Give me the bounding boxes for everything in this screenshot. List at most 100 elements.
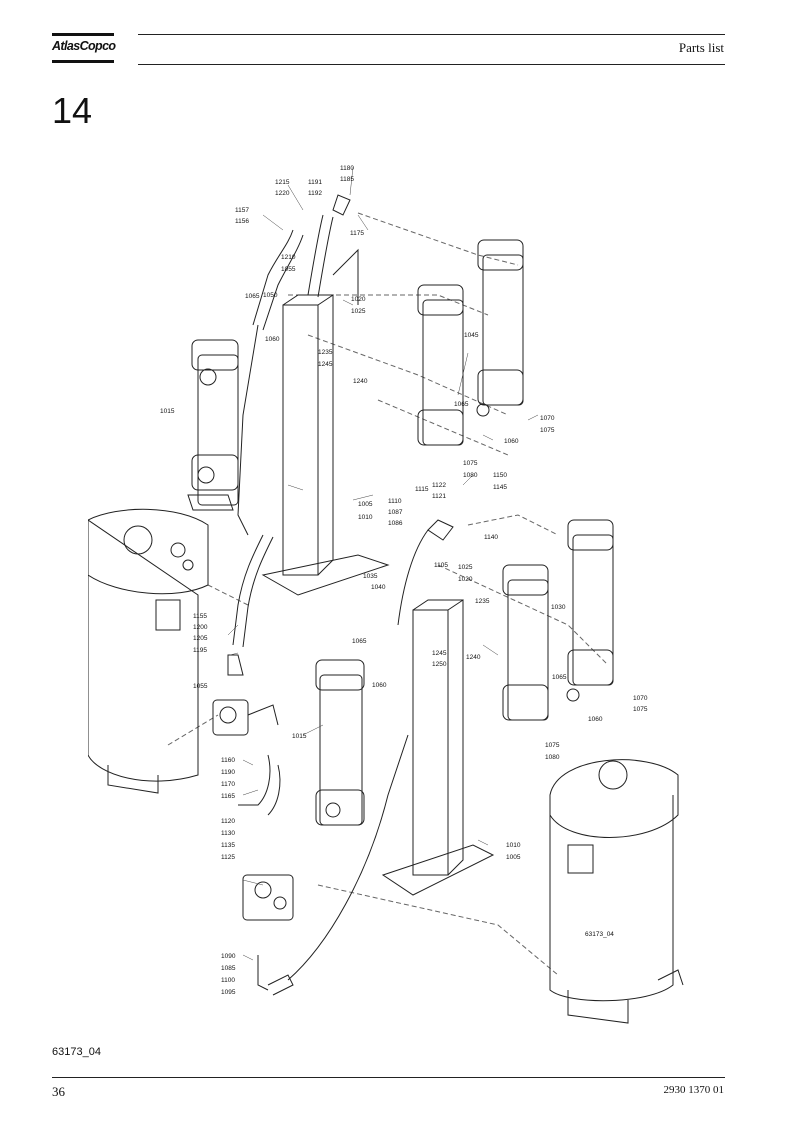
callout: 1075: [545, 742, 560, 749]
callout: 1165: [221, 793, 235, 800]
callout: 1235: [318, 349, 333, 356]
callout: 1095: [221, 989, 236, 996]
callout: 1105: [434, 562, 448, 569]
callout: 1065: [352, 638, 367, 645]
lower-support-column: [381, 599, 495, 896]
callout: 1156: [235, 218, 249, 225]
callout-text: 1180 1185 1215 1220 1191 1192 1157 1156 …: [160, 165, 648, 996]
drawing-inline-reference: 63173_04: [585, 931, 614, 938]
callout: 1087: [388, 509, 403, 516]
callout: 1245: [432, 650, 447, 657]
callout: 1190: [221, 769, 235, 776]
callout: 1215: [275, 179, 290, 186]
callout: 1090: [221, 953, 236, 960]
callout: 1065: [245, 293, 260, 300]
callout: 1025: [458, 564, 473, 571]
valve-cluster: [212, 699, 409, 996]
callout: 1130: [221, 830, 235, 837]
callout: 1185: [340, 176, 354, 183]
callout: 1115: [415, 486, 429, 493]
callout: 1005: [506, 854, 521, 861]
figure-reference: 63173_04: [52, 1046, 101, 1058]
callout: 1150: [493, 472, 507, 479]
callout: 1245: [318, 361, 333, 368]
callout: 1145: [493, 484, 507, 491]
callout: 1080: [545, 754, 560, 761]
middle-tubes: [227, 519, 454, 676]
callout: 1075: [633, 706, 648, 713]
atlas-copco-logo: AtlasCopco: [52, 33, 116, 65]
callout-labels: [227, 166, 539, 961]
callout: 1030: [551, 604, 566, 611]
callout: 1045: [464, 332, 479, 339]
callout: 1250: [432, 661, 447, 668]
callout: 1240: [466, 654, 481, 661]
callout: 1010: [506, 842, 521, 849]
callout: 1235: [475, 598, 490, 605]
callout: 1170: [221, 781, 235, 788]
logo-wordmark: AtlasCopco: [52, 39, 116, 53]
callout: 1070: [633, 695, 648, 702]
callout: 1240: [353, 378, 368, 385]
callout: 1122: [432, 482, 446, 489]
left-upper-cooler: [187, 339, 239, 511]
callout: 1085: [221, 965, 236, 972]
callout: 1075: [463, 460, 478, 467]
callout: 1035: [363, 573, 378, 580]
callout: 1015: [160, 408, 175, 415]
callout: 1157: [235, 207, 249, 214]
callout: 1191: [308, 179, 322, 186]
callout: 1080: [463, 472, 478, 479]
drawing-svg: 1180 1185 1215 1220 1191 1192 1157 1156 …: [87, 165, 684, 1024]
callout: 1100: [221, 977, 235, 984]
callout: 1160: [221, 757, 235, 764]
callout: 1020: [458, 576, 473, 583]
callout: 1192: [308, 190, 322, 197]
callout: 1010: [358, 514, 373, 521]
callout: 1050: [263, 292, 278, 299]
callout: 1155: [193, 613, 207, 620]
callout: 1040: [371, 584, 386, 591]
callout: 1060: [372, 682, 387, 689]
callout: 1075: [540, 427, 555, 434]
lower-left-cooler: [315, 659, 365, 826]
logo-bottom-bar: [52, 60, 114, 63]
upper-support-column: [261, 248, 390, 596]
header-top-rule: [138, 34, 725, 35]
callout: 1200: [193, 624, 208, 631]
document-number: 2930 1370 01: [663, 1084, 725, 1096]
exploded-parts-drawing: 1180 1185 1215 1220 1191 1192 1157 1156 …: [87, 155, 688, 1035]
right-tank: [549, 759, 684, 1024]
callout: 1195: [193, 647, 207, 654]
lower-right-coolers: [502, 519, 614, 721]
callout: 1121: [432, 493, 446, 500]
callout: 1005: [358, 501, 373, 508]
callout: 1110: [388, 498, 402, 505]
page-title: Parts list: [678, 40, 724, 55]
callout: 1060: [265, 336, 280, 343]
footer-rule: [52, 1077, 725, 1078]
callout: 1055: [193, 683, 208, 690]
page-number: 36: [52, 1084, 65, 1099]
callout: 1020: [351, 296, 366, 303]
upper-tubes: [237, 194, 351, 536]
assembly-lines: [167, 212, 609, 976]
callout: 1175: [350, 230, 364, 237]
logo-top-bar: [52, 33, 114, 36]
callout: 1120: [221, 818, 235, 825]
callout: 1060: [504, 438, 519, 445]
callout: 1065: [454, 401, 469, 408]
right-upper-coolers: [417, 239, 524, 446]
callout: 1070: [540, 415, 555, 422]
left-tank: [87, 508, 209, 794]
callout: 1125: [221, 854, 235, 861]
callout: 1135: [221, 842, 235, 849]
callout: 1086: [388, 520, 403, 527]
callout: 1025: [351, 308, 366, 315]
callout: 1015: [292, 733, 307, 740]
header-bottom-rule: [138, 64, 725, 65]
callout: 1055: [281, 266, 296, 273]
callout: 1140: [484, 534, 498, 541]
callout: 1180: [340, 165, 354, 172]
callout: 1210: [281, 254, 296, 261]
